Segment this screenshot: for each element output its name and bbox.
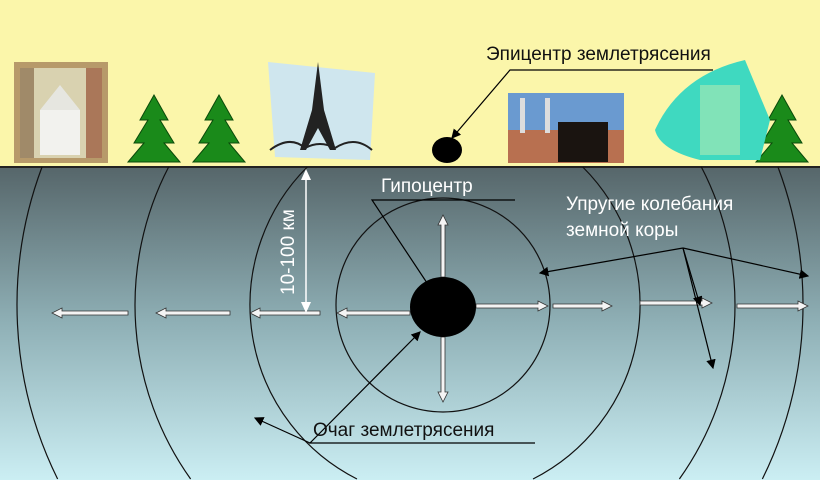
wave-arrow xyxy=(736,300,809,312)
wave-arrow xyxy=(552,300,613,312)
seismic-waves xyxy=(16,166,804,480)
wave-arrow xyxy=(155,307,231,319)
wave-arrow xyxy=(336,307,411,319)
tree-icon xyxy=(754,93,810,163)
depth-label: 10-100 км xyxy=(278,209,299,295)
waves-label-line1: Упругие колебания xyxy=(566,194,733,215)
tree-icon xyxy=(191,93,247,163)
focus-label: Очаг землетрясения xyxy=(313,420,494,441)
tree-icon xyxy=(126,93,182,163)
epicenter-label: Эпицентр землетрясения xyxy=(486,44,711,65)
wave-ring-1 xyxy=(335,197,551,413)
wave-ring-4 xyxy=(16,166,804,480)
wave-direction-arrows xyxy=(51,214,809,403)
epicenter-point xyxy=(432,137,462,163)
focus-point xyxy=(410,277,476,337)
wave-arrow xyxy=(437,336,449,403)
mecca-picture xyxy=(508,93,624,163)
eiffel-tower-picture xyxy=(268,62,375,160)
leader-lines xyxy=(253,69,810,444)
church-picture xyxy=(14,62,108,163)
wave-ring-3 xyxy=(134,166,736,480)
earth-crust xyxy=(0,167,820,480)
wave-ring-2 xyxy=(249,166,641,480)
wave-arrow xyxy=(437,214,449,278)
wave-arrow xyxy=(475,300,549,312)
hypocenter-label: Гипоцентр xyxy=(381,176,473,197)
waves-label-line2: земной коры xyxy=(566,220,678,241)
trees xyxy=(126,93,810,163)
wave-arrow xyxy=(249,307,321,319)
city-building-picture xyxy=(655,60,770,160)
wave-arrow xyxy=(51,307,129,319)
